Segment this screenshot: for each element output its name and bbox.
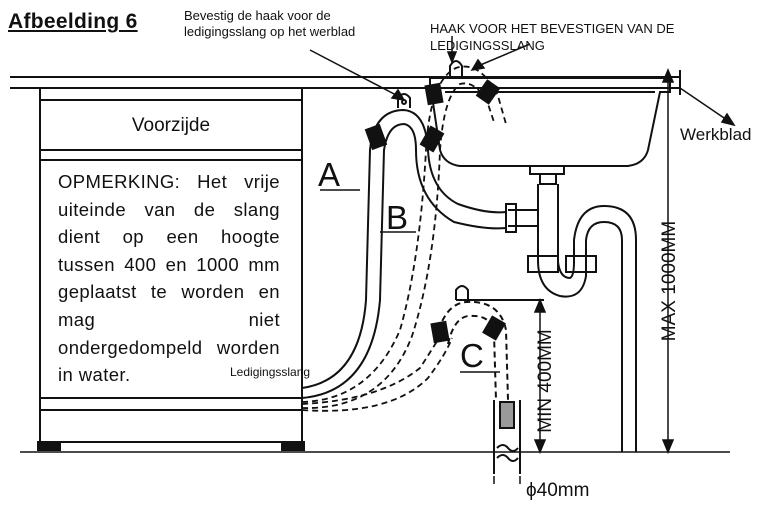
sink (429, 77, 671, 185)
callout-arrows (309, 36, 531, 102)
drain-hose-dashed (301, 65, 507, 412)
option-a-label: A (318, 156, 341, 193)
pipe-diameter-label: ϕ40mm (526, 480, 590, 501)
label-leaders (320, 189, 500, 373)
callout-hook-drain-hose: HAAK VOOR HET BEVESTIGEN VAN DE LEDIGING… (430, 21, 675, 53)
hook-c (455, 285, 544, 301)
option-c-label: C (460, 337, 484, 374)
option-b-label: B (386, 199, 409, 236)
installation-note: OPMERKING: Het vrije uiteinde van de sla… (58, 171, 280, 386)
hook-sink (449, 60, 463, 78)
drain-hose (301, 108, 507, 399)
drain-hose-label: Ledigingsslang (230, 365, 311, 379)
countertop-label: Werkblad (680, 125, 752, 144)
werkblad-arrow (679, 87, 736, 127)
sink-trap-piping (505, 184, 637, 452)
max-height-label: MAX 1000MM (659, 220, 680, 342)
dishwasher (37, 87, 305, 451)
diameter-dimension (493, 476, 521, 484)
callout-hook-countertop: Bevestig de haak voor de ledigingsslang … (184, 8, 356, 39)
min-height-label: MIN 400MM (535, 329, 556, 433)
standpipe (493, 400, 521, 474)
min-height-dimension (533, 298, 547, 454)
max-height-dimension (661, 68, 675, 454)
hose-clips (364, 79, 506, 344)
figure-title: Afbeelding 6 (8, 10, 138, 33)
front-label: Voorzijde (131, 115, 211, 136)
